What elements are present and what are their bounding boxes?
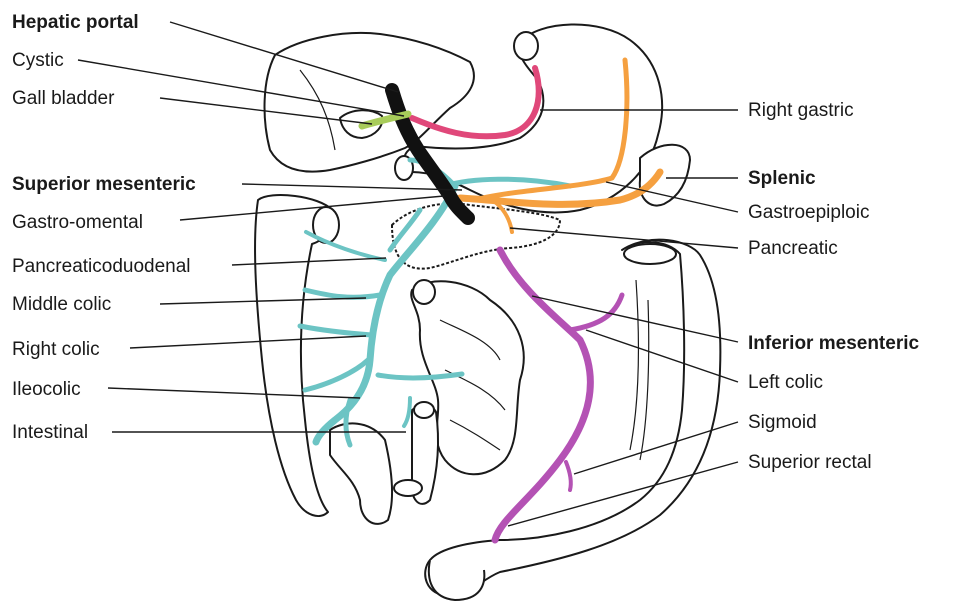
label-inferior-mesenteric: Inferior mesenteric [748, 333, 919, 354]
small-intestine-opening [413, 280, 435, 304]
appendix-opening [394, 480, 422, 496]
ileum-opening [414, 402, 434, 418]
labels-left: Hepatic portal Cystic Gall bladder Super… [12, 12, 196, 443]
leader-superior-mesenteric [242, 184, 462, 190]
label-gastroepiploic: Gastroepiploic [748, 202, 869, 223]
organ-illustration [255, 24, 720, 600]
colon-opening-left [624, 244, 676, 264]
leader-right-colic [130, 336, 366, 348]
label-splenic: Splenic [748, 168, 816, 189]
label-ileocolic: Ileocolic [12, 379, 81, 400]
label-sigmoid: Sigmoid [748, 412, 817, 433]
ascending-colon [255, 195, 333, 516]
label-gall-bladder: Gall bladder [12, 88, 115, 109]
label-superior-mesenteric: Superior mesenteric [12, 174, 196, 195]
label-left-colic: Left colic [748, 372, 823, 393]
label-right-colic: Right colic [12, 339, 100, 360]
cecum [330, 423, 392, 523]
label-pancreatic: Pancreatic [748, 238, 838, 259]
spleen [640, 145, 690, 206]
leader-sigmoid [574, 422, 738, 474]
colon-taenia-lines [630, 280, 649, 460]
label-pancreaticoduodenal: Pancreaticoduodenal [12, 256, 191, 277]
label-middle-colic: Middle colic [12, 294, 111, 315]
label-gastro-omental: Gastro-omental [12, 212, 143, 233]
esophagus-opening [514, 32, 538, 60]
label-superior-rectal: Superior rectal [748, 452, 872, 473]
label-hepatic-portal: Hepatic portal [12, 12, 139, 33]
label-cystic: Cystic [12, 50, 64, 71]
leader-ileocolic [108, 388, 360, 398]
labels-right: Right gastric Splenic Gastroepiploic Pan… [748, 100, 919, 473]
label-right-gastric: Right gastric [748, 100, 854, 121]
label-intestinal: Intestinal [12, 422, 88, 443]
